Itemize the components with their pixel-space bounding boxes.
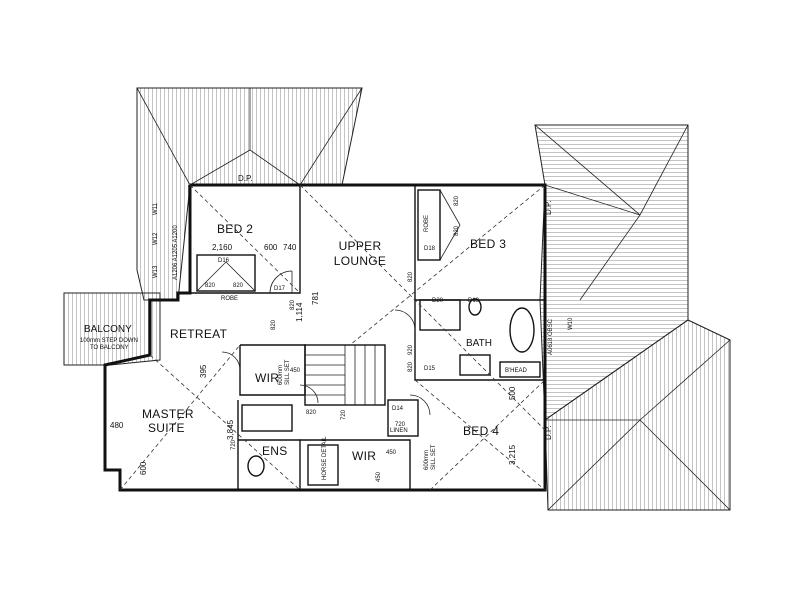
door-d16-label: D16 <box>218 258 230 264</box>
room-bed3-label: BED 3 <box>470 237 506 251</box>
door-d20-label: D20 <box>432 298 444 304</box>
dim-820-h: 820 <box>454 225 460 236</box>
dim-820-f: 820 <box>408 361 414 372</box>
room-ens-label: ENS <box>262 444 288 458</box>
dim-3845: 3,845 <box>226 419 235 440</box>
dim-720-c: 720 <box>341 409 347 420</box>
dim-740: 740 <box>283 243 297 252</box>
door-swings <box>221 270 431 416</box>
dim-820-b: 820 <box>233 283 244 289</box>
roof-right-lower <box>544 319 731 511</box>
room-retreat-label: RETREAT <box>170 327 228 341</box>
dim-820-a: 820 <box>205 283 216 289</box>
horse-detail-label: HORSE DETAIL <box>322 436 328 480</box>
balcony-note-1: 100mm STEP DOWN <box>80 338 138 344</box>
stair-treads <box>305 345 376 405</box>
door-d19-label: D19 <box>468 298 480 304</box>
dim-600: 600 <box>264 243 278 252</box>
door-d18-label: D18 <box>424 246 436 252</box>
window-left-codes: A1206 A1205 A1200 <box>173 225 179 280</box>
window-right-codes: A0618 OBSC <box>548 318 554 355</box>
window-w13-label: W13 <box>153 265 159 278</box>
dim-820-x: 820 <box>306 410 317 416</box>
sill-note-2b: SILL SET <box>431 444 437 470</box>
door-d14-label: D14 <box>392 406 404 412</box>
room-wir-label: WIR <box>255 371 279 385</box>
dim-480: 480 <box>110 421 124 430</box>
dim-820-g: 820 <box>454 195 460 206</box>
dp-right-bottom-label: D.P. <box>544 425 553 440</box>
room-bed2-label: BED 2 <box>217 222 253 236</box>
door-d15-label: D15 <box>424 366 436 372</box>
internal-walls <box>149 185 545 490</box>
room-upper-lounge-label-2: LOUNGE <box>334 254 386 268</box>
room-bed4-label: BED 4 <box>463 424 499 438</box>
roof-top-left <box>136 87 363 301</box>
dim-450-b: 450 <box>386 450 397 456</box>
dim-2160: 2,160 <box>212 243 233 252</box>
dim-1114: 1,114 <box>295 302 304 322</box>
dim-820-e: 820 <box>408 271 414 282</box>
dim-600-b: 600 <box>139 461 148 475</box>
dim-500: 500 <box>508 386 517 400</box>
bhead-label: B'HEAD <box>505 368 527 374</box>
room-master-label-2: SUITE <box>148 421 185 435</box>
dim-450-c: 450 <box>376 471 382 482</box>
room-balcony-label: BALCONY <box>84 324 132 335</box>
roof-ridge-lines <box>119 184 546 491</box>
dim-820-c: 820 <box>290 299 296 310</box>
dim-395: 395 <box>199 364 208 378</box>
balcony-note-2: TO BALCONY <box>90 345 129 351</box>
robe-bed3-label: ROBE <box>424 215 430 232</box>
dim-820-d: 820 <box>271 319 277 330</box>
room-linen-label: LINEN <box>390 428 408 434</box>
dim-720-a: 720 <box>395 422 406 428</box>
dim-720-b: 720 <box>231 439 237 450</box>
dp-top-label: D.P. <box>238 174 253 183</box>
sill-note-1: 600mm <box>278 365 284 385</box>
dim-781: 781 <box>311 291 320 305</box>
window-w10-label: W10 <box>568 317 574 330</box>
dim-920: 920 <box>408 344 414 355</box>
room-upper-lounge-label-1: UPPER <box>339 239 382 253</box>
sill-note-2: 600mm <box>424 450 430 470</box>
window-w11-label: W11 <box>153 202 159 215</box>
robe-bed2-label: ROBE <box>221 296 238 302</box>
sill-note-1b: SILL SET <box>285 359 291 385</box>
dim-3215: 3,215 <box>508 444 517 465</box>
window-w12-label: W12 <box>153 232 159 245</box>
room-wir-second-label: WIR <box>352 449 376 463</box>
door-d17-label: D17 <box>274 286 286 292</box>
dim-450-a: 450 <box>290 368 301 374</box>
room-master-label-1: MASTER <box>142 407 194 421</box>
dp-right-top-label: D.P. <box>544 200 553 215</box>
room-bath-label: BATH <box>466 338 492 349</box>
